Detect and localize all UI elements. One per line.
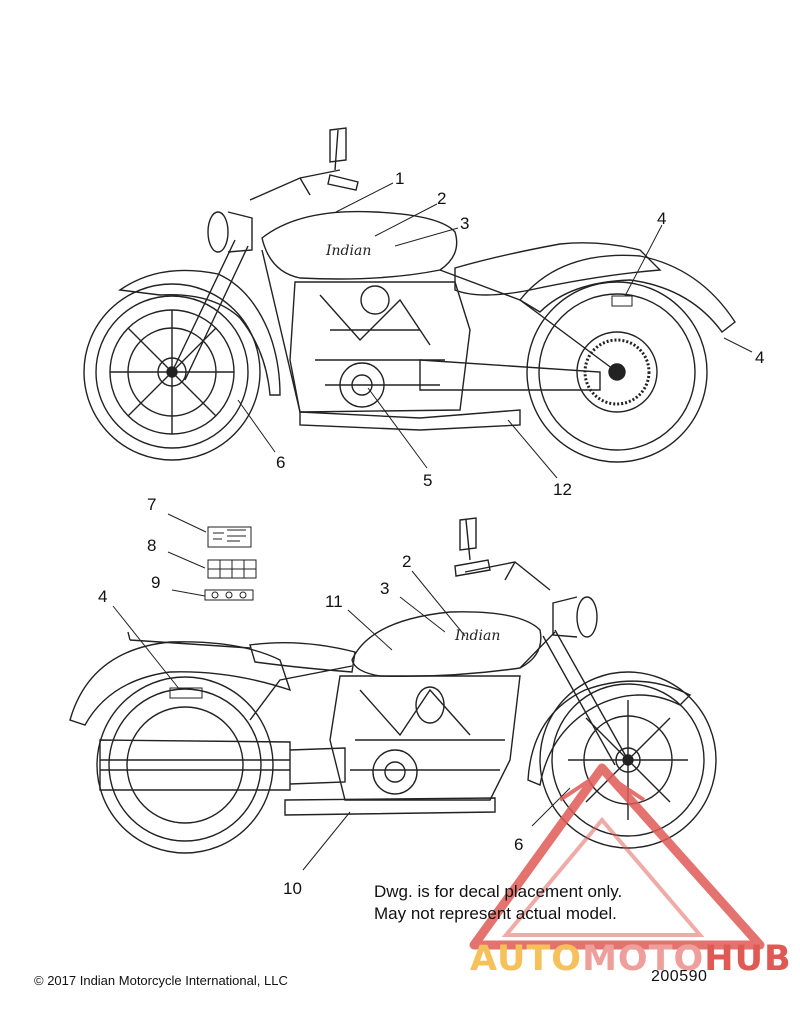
placement-note-line-1: Dwg. is for decal placement only. [374, 882, 623, 901]
muffler-bottom [99, 739, 291, 791]
decal-parts [204, 526, 257, 601]
callout-8: 8 [147, 536, 157, 555]
rear-wheel-top [526, 281, 708, 463]
callout-6-bottom: 6 [514, 835, 524, 854]
fuel-tank-bottom [351, 611, 542, 678]
callout-6-top: 6 [276, 453, 286, 472]
callout-2-bottom: 2 [402, 552, 412, 571]
leader-lines-bottom [112, 513, 571, 871]
automotohub-watermark-logo [469, 763, 765, 950]
clutch-cover-bottom [372, 749, 418, 795]
watermark-moto: MOTO [582, 939, 705, 979]
callout-1-top: 1 [395, 169, 405, 188]
tank-logo-bottom: Indian [454, 628, 500, 644]
callout-4-top-upper: 4 [657, 209, 667, 228]
motorcycle-side-view-top: Indian [83, 127, 736, 463]
callout-9: 9 [151, 573, 161, 592]
tank-logo-top: Indian [325, 243, 371, 259]
leader-lines-top [237, 182, 753, 479]
rear-sprocket-top [576, 331, 658, 413]
decal-9-strip [204, 589, 254, 601]
decal-7-label [207, 526, 252, 548]
rear-wheel-bottom [96, 676, 274, 854]
motorcycle-side-view-bottom: Indian [69, 517, 717, 854]
engine-bottom [329, 675, 521, 801]
callout-4-top-lower: 4 [755, 348, 765, 367]
callout-3-bottom: 3 [380, 579, 390, 598]
front-wheel-top [83, 283, 261, 461]
copyright-notice: © 2017 Indian Motorcycle International, … [34, 973, 288, 988]
drawing-number: 200590 [651, 968, 708, 985]
callout-12-top: 12 [553, 480, 572, 499]
callout-7: 7 [147, 495, 157, 514]
watermark-auto: AUTO [470, 939, 583, 979]
placement-note: Dwg. is for decal placement only. May no… [374, 881, 622, 925]
callout-2-top: 2 [437, 189, 447, 208]
fuel-tank-top [261, 210, 458, 280]
automotohub-watermark-text: AUTOMOTOHUB [470, 939, 792, 979]
callout-10-bottom: 10 [283, 879, 302, 898]
clutch-cover-top [339, 362, 385, 408]
watermark-hub: HUB [704, 939, 792, 979]
callout-11-bottom: 11 [325, 592, 343, 611]
callout-5-top: 5 [423, 471, 433, 490]
engine-top [289, 281, 471, 413]
callout-3-top: 3 [460, 214, 470, 233]
placement-note-line-2: May not represent actual model. [374, 904, 617, 923]
callout-4-bottom: 4 [98, 587, 108, 606]
